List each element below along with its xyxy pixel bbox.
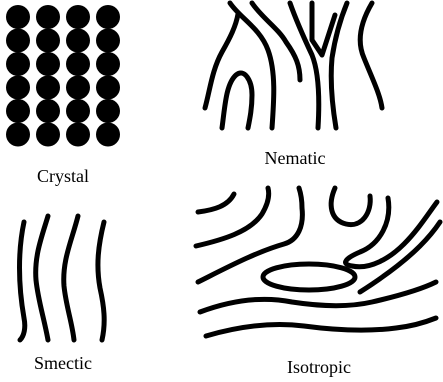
crystal-dot	[66, 76, 90, 100]
smectic-panel: Smectic	[20, 216, 105, 373]
isotropic-panel: Isotropic	[196, 188, 440, 377]
crystal-dot	[66, 5, 90, 29]
smectic-strokes	[20, 216, 105, 340]
isotropic-loop	[263, 264, 355, 290]
crystal-dot	[96, 52, 120, 76]
crystal-dot	[66, 52, 90, 76]
crystal-dot	[36, 5, 60, 29]
crystal-dot	[96, 76, 120, 100]
isotropic-line-8	[360, 222, 440, 292]
crystal-panel: Crystal	[6, 5, 120, 186]
nematic-line-8	[360, 3, 382, 108]
crystal-dot	[36, 29, 60, 53]
crystal-dot	[6, 76, 30, 100]
crystal-dot	[96, 29, 120, 53]
crystal-dot	[6, 99, 30, 123]
isotropic-label: Isotropic	[287, 357, 351, 377]
crystal-dot	[6, 52, 30, 76]
crystal-dot	[36, 99, 60, 123]
nematic-label: Nematic	[265, 148, 326, 168]
smectic-label: Smectic	[34, 353, 92, 373]
nematic-panel: Nematic	[205, 3, 382, 168]
nematic-strokes	[205, 3, 382, 128]
crystal-dot	[66, 123, 90, 147]
crystal-dot	[36, 123, 60, 147]
crystal-dot	[96, 123, 120, 147]
isotropic-strokes	[196, 188, 440, 336]
smectic-line-3	[64, 216, 78, 340]
crystal-lattice	[6, 5, 120, 147]
crystal-dot	[66, 99, 90, 123]
isotropic-line-1	[198, 194, 234, 212]
smectic-line-4	[98, 222, 104, 340]
nematic-line-2	[222, 73, 252, 128]
isotropic-line-7	[206, 318, 436, 336]
crystal-dot	[6, 5, 30, 29]
isotropic-line-6	[200, 282, 436, 312]
isotropic-line-5	[346, 198, 437, 267]
crystal-dot	[6, 123, 30, 147]
smectic-line-2	[36, 216, 48, 340]
crystal-label: Crystal	[37, 166, 89, 186]
crystal-dot	[66, 29, 90, 53]
nematic-line-1	[205, 14, 238, 108]
crystal-dot	[6, 29, 30, 53]
crystal-dot	[96, 99, 120, 123]
crystal-dot	[36, 76, 60, 100]
crystal-dot	[36, 52, 60, 76]
crystal-dot	[96, 5, 120, 29]
smectic-line-1	[20, 222, 25, 340]
isotropic-line-4	[331, 188, 370, 225]
